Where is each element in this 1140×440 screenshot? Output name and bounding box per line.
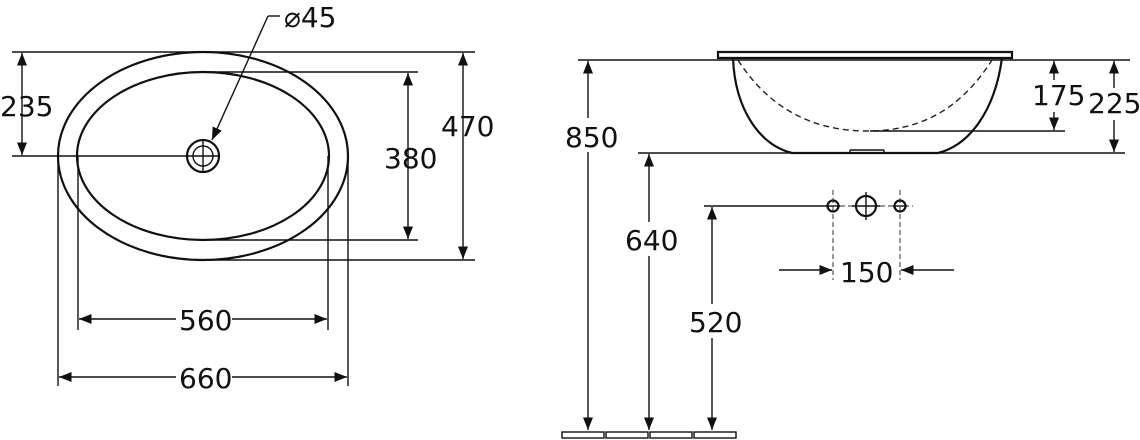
dimension-175-label: 175 xyxy=(1032,79,1085,112)
dimension-225-label: 225 xyxy=(1088,87,1140,120)
top-view: ⌀45 235 380 470 560 660 xyxy=(0,1,494,395)
dimension-520-label: 520 xyxy=(689,306,742,339)
dimension-380-label: 380 xyxy=(384,142,437,175)
drain-symbol xyxy=(185,138,221,174)
dimension-850-label: 850 xyxy=(565,121,618,154)
dimension-235-label: 235 xyxy=(0,90,53,123)
floor-line xyxy=(561,431,737,439)
side-view: 850 640 150 520 xyxy=(561,50,1140,439)
dimension-640-label: 640 xyxy=(625,224,678,257)
inner-bowl-hidden-line xyxy=(737,59,993,132)
basin-rim xyxy=(716,50,1014,60)
drain-diameter-label: ⌀45 xyxy=(284,1,337,34)
dimension-560-label: 560 xyxy=(179,304,232,337)
drain-leader-arrow xyxy=(211,15,269,141)
basin-body-section xyxy=(731,57,1004,155)
dimension-150-label: 150 xyxy=(840,256,893,289)
tap-hole-center xyxy=(852,192,880,220)
dimension-660-label: 660 xyxy=(179,362,232,395)
dimension-470-label: 470 xyxy=(441,110,494,143)
